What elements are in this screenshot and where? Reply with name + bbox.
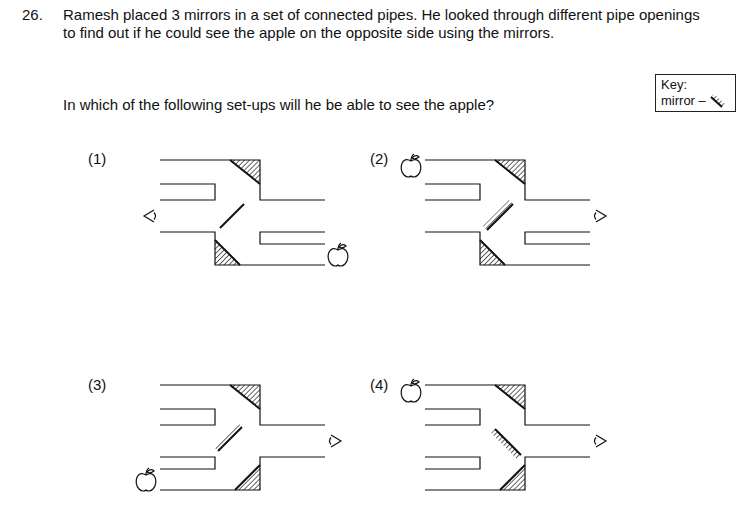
pipe-wall [160,385,325,425]
option-number: (4) [370,376,388,394]
mirror-hatch [230,385,260,409]
key-mirror-icon [709,93,727,109]
question-prompt: In which of the following set-ups will h… [63,96,494,114]
mirror-hatch [495,160,525,184]
pipe-wall [160,232,325,265]
key-heading: Key: [661,77,687,93]
mirror [230,160,260,184]
mirror [235,465,260,490]
eye-symbol [330,435,342,447]
mirror [487,204,513,230]
pipe-setup [401,154,606,265]
question-number: 26. [22,6,43,24]
mirror-hatch [230,160,260,184]
mirror [230,385,260,409]
pipe-wall [160,457,325,490]
mirror-hatch [483,200,513,230]
pipe-setup [401,379,606,490]
mirror [218,427,242,451]
mirror [480,240,505,265]
pipe-setup [144,160,348,266]
key-entry: mirror – [661,93,706,109]
mirror [495,160,525,184]
mirror [215,240,240,265]
mirror [500,465,525,490]
eye-symbol [595,210,607,222]
eye-symbol [595,435,607,447]
apple-symbol [401,154,421,177]
mirror [495,429,521,455]
pipe-wall [425,385,590,425]
pipe-wall [425,232,590,265]
mirror-hatch [480,240,505,265]
option-number: (3) [88,376,106,394]
key-box: Key:mirror – [655,74,736,112]
eye-symbol [144,210,156,222]
question-text: Ramesh placed 3 mirrors in a set of conn… [63,6,713,42]
pipe-wall [425,457,590,490]
mirror-hatch [500,465,525,490]
mirror-hatch [214,423,242,451]
pipe-setup [136,385,341,491]
pipe-wall [425,160,590,200]
mirror-hatch [216,204,244,232]
mirror-hatch [711,94,725,107]
mirror-hatch [495,385,525,409]
mirror-hatch [235,465,260,490]
mirror-hatch [491,429,521,459]
mirror-hatch [215,240,240,265]
apple-symbol [136,468,156,491]
apple-symbol [401,379,421,402]
option-number: (2) [370,150,388,168]
mirror [220,204,244,228]
mirror [711,97,722,107]
apple-symbol [328,243,348,266]
mirror [495,385,525,409]
pipe-wall [160,160,325,200]
option-number: (1) [88,150,106,168]
